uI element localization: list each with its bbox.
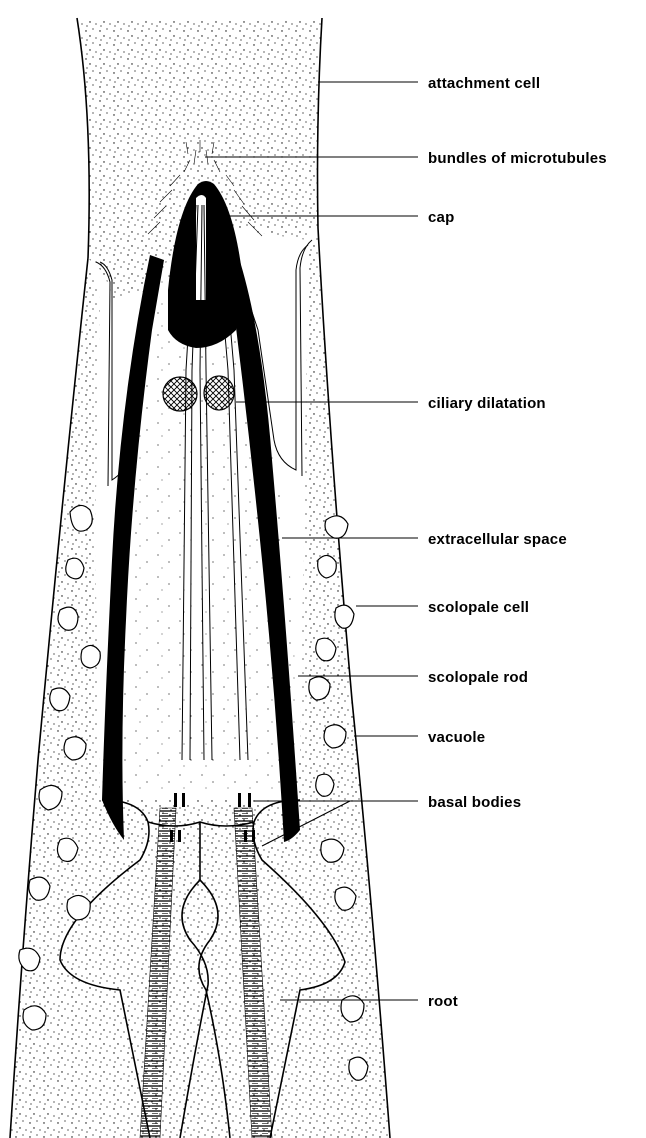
label-cap: cap — [428, 209, 454, 226]
label-bundles-of-microtubules: bundles of microtubules — [428, 150, 607, 167]
label-ciliary-dilatation: ciliary dilatation — [428, 395, 546, 412]
label-root: root — [428, 993, 458, 1010]
label-attachment-cell: attachment cell — [428, 75, 540, 92]
labels: attachment cell bundles of microtubules … — [428, 75, 607, 1010]
label-scolopale-rod: scolopale rod — [428, 669, 528, 686]
label-extracellular-space: extracellular space — [428, 531, 567, 548]
label-basal-bodies: basal bodies — [428, 794, 521, 811]
label-scolopale-cell: scolopale cell — [428, 599, 529, 616]
label-vacuole: vacuole — [428, 729, 485, 746]
